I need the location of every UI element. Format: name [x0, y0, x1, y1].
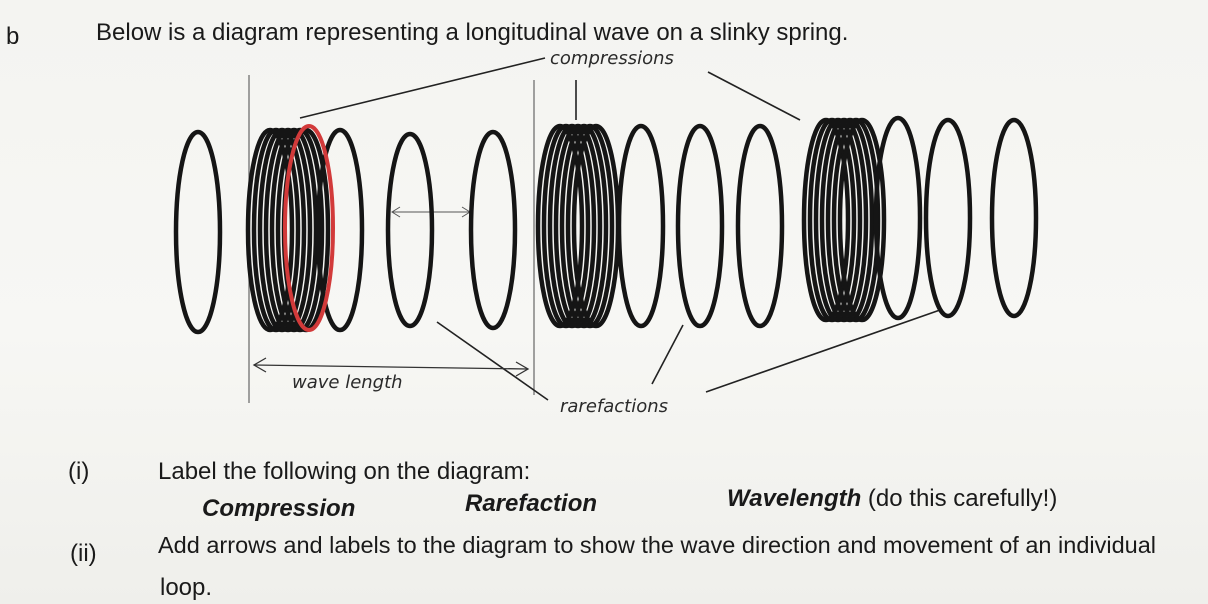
term-compression: Compression [202, 495, 356, 522]
rarefaction-pointer-2 [651, 324, 684, 385]
compression-pointer-3 [707, 71, 801, 121]
slinky-loop [923, 117, 973, 319]
compression-pointer-1 [299, 57, 546, 119]
annotation-wavelength: wave length [292, 372, 403, 393]
term-wavelength-note: (do this carefully!) [867, 485, 1058, 512]
slinky-loop [735, 123, 785, 329]
slinky-loop [315, 127, 365, 333]
compression-2 [535, 123, 621, 329]
slinky-loop [989, 117, 1039, 319]
part-i-number: (i) [68, 458, 90, 485]
part-ii-instruction-line1: Add arrows and labels to the diagram to … [158, 532, 1157, 558]
term-wavelength: Wavelength [727, 485, 862, 512]
part-ii-number: (ii) [70, 540, 97, 567]
slinky-loop [468, 129, 518, 331]
part-ii-instruction-line2: loop. [160, 574, 213, 601]
wavelength-arrow [252, 357, 530, 377]
slinky-loop [385, 131, 435, 329]
part-i-instruction: Label the following on the diagram: [158, 458, 531, 485]
rarefaction-pointer-1 [436, 321, 549, 401]
slinky-loop [616, 123, 666, 329]
question-letter: b [6, 23, 20, 50]
slinky-loop [873, 115, 923, 321]
highlighted-loop [283, 124, 335, 332]
annotation-rarefactions: rarefactions [560, 396, 669, 417]
question-intro: Below is a diagram representing a longit… [96, 19, 849, 46]
annotation-compressions: compressions [550, 48, 674, 69]
slinky-loop [675, 123, 725, 329]
rarefaction-pointer-3 [705, 309, 941, 393]
compression-3 [801, 117, 887, 323]
term-rarefaction: Rarefaction [465, 490, 598, 517]
term-wavelength-line: Wavelength (do this carefully!) [727, 487, 1057, 511]
slinky-loop [173, 129, 223, 335]
